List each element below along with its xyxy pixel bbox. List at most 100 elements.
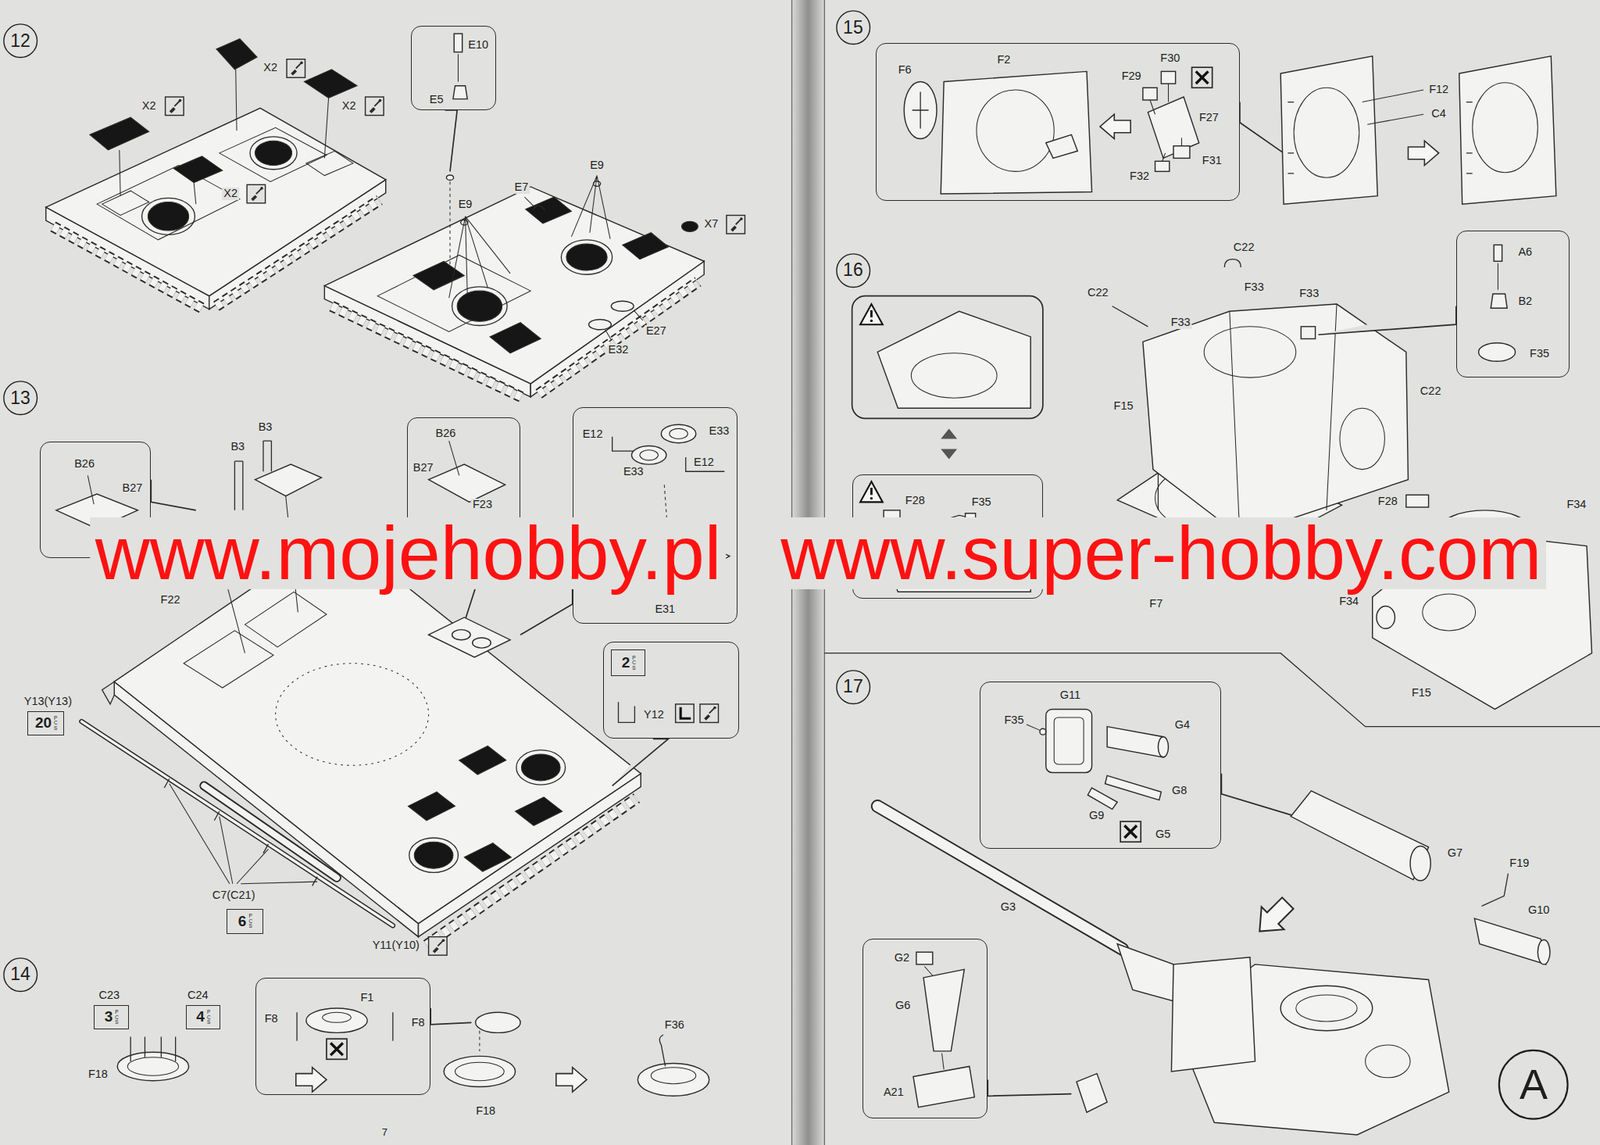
step13-hull <box>183 591 327 688</box>
quantity-number: 4 <box>196 1008 205 1025</box>
step16-turret <box>1497 263 1499 290</box>
pcs-mark: PCS <box>114 1009 118 1025</box>
part-number: E10 <box>466 39 490 52</box>
part-label: X2 <box>261 62 279 75</box>
step17-gun <box>924 966 944 1070</box>
step13-hull <box>87 475 94 504</box>
step13-hull <box>409 837 459 872</box>
circle-outline <box>3 957 38 992</box>
step12-hull-deck-parts <box>681 221 698 232</box>
step13-hull <box>700 703 719 723</box>
step15-turret-plates <box>912 92 929 129</box>
step14-cupola <box>478 1030 480 1051</box>
part-label: X2 <box>140 100 158 113</box>
step16-turret <box>824 653 1600 727</box>
step17-gun <box>913 1065 975 1107</box>
step13-hull <box>407 791 455 821</box>
step15-turret-plates <box>1147 96 1199 158</box>
part-number: G2 <box>892 951 911 965</box>
step13-hull <box>675 703 695 723</box>
assembly-mark: A <box>1519 1060 1548 1108</box>
quantity-box: 4PCS <box>185 1004 221 1029</box>
step17-gun <box>916 951 933 965</box>
step17-gun <box>1026 724 1041 731</box>
step12-hull-deck <box>250 136 297 170</box>
step16-turret <box>1422 593 1476 631</box>
step13-hull <box>428 617 511 658</box>
step13-hull <box>459 745 507 775</box>
step15-turret-plates <box>1472 82 1539 173</box>
step15-turret-plates <box>1142 87 1158 100</box>
step16-turret <box>1493 244 1502 261</box>
step12-hull-deck-parts <box>457 290 502 322</box>
step12-hull-deck-parts <box>605 329 612 340</box>
step13-hull <box>164 778 318 886</box>
step13-hull <box>414 841 454 868</box>
part-label: F12 <box>1427 83 1450 97</box>
part-number: Y12 <box>642 708 666 722</box>
part-label: B3 <box>257 421 275 434</box>
part-number: F35 <box>970 496 993 509</box>
quantity-box: 20PCS <box>27 710 65 736</box>
step12-hull-deck <box>119 150 121 197</box>
part-number: E33 <box>621 465 646 479</box>
step13-hull <box>618 701 636 722</box>
part-label: F7 <box>1147 597 1165 611</box>
part-number: G4 <box>1173 718 1192 732</box>
part-number: F6 <box>896 64 914 77</box>
part-label: E27 <box>644 325 668 338</box>
part-label: G7 <box>1446 846 1465 860</box>
part-number: F8 <box>410 1016 427 1029</box>
step16-turret <box>860 303 883 325</box>
step16-turret <box>1224 259 1241 268</box>
part-number: F1 <box>358 991 375 1004</box>
step12-hull-deck <box>324 97 329 158</box>
step12-hull-deck-parts <box>589 319 612 330</box>
step16-turret <box>1406 494 1429 508</box>
step17-gun <box>1046 708 1093 772</box>
step14-cupola <box>117 1051 189 1081</box>
part-number: B26 <box>72 457 97 471</box>
step14-cupola <box>296 1011 393 1041</box>
part-number: F30 <box>1158 52 1182 65</box>
part-number: F23 <box>471 498 494 511</box>
step12-hull-deck-parts <box>726 215 746 235</box>
watermark-text: www.mojehobby.pl <box>90 517 727 590</box>
step13-hull <box>464 842 511 872</box>
step13-hull <box>516 750 566 785</box>
part-number: E5 <box>428 93 446 107</box>
part-label: Y11(Y10) <box>371 939 422 952</box>
step13-hull <box>56 424 730 955</box>
step14-cupola <box>296 1067 327 1092</box>
step-number-circle: 13 <box>3 380 38 415</box>
step14-cupola <box>443 1055 515 1086</box>
step17-gun <box>1171 957 1255 1072</box>
step16-turret <box>1112 306 1149 327</box>
part-label: F34 <box>1564 498 1588 511</box>
part-label: C22 <box>1232 241 1257 254</box>
step12-hull-deck-parts <box>532 205 546 211</box>
step12-hull-deck <box>216 39 258 70</box>
step-number: 14 <box>10 964 31 984</box>
step17-gun <box>1481 873 1508 907</box>
part-number: E33 <box>707 425 732 438</box>
callout-inset: E12E33E33E12E31 <box>572 407 739 624</box>
step16-turret <box>1339 407 1385 469</box>
step14-cupola <box>637 1063 709 1097</box>
part-number: E12 <box>692 457 716 470</box>
pcs-mark: PCS <box>53 715 58 732</box>
step-number: 13 <box>10 388 31 408</box>
part-label: F28 <box>1376 495 1400 508</box>
quantity-box: 6PCS <box>226 908 264 933</box>
callout-inset: G11F35G4G8G9G5 <box>979 681 1222 849</box>
part-label: E9 <box>457 198 475 211</box>
step15-turret-plates <box>1293 87 1360 178</box>
step12-hull-deck <box>193 182 197 204</box>
step13-hull <box>263 440 272 472</box>
step14-cupola <box>326 1038 347 1059</box>
step12-hull-deck <box>303 69 358 99</box>
step13-hull <box>669 428 689 439</box>
step15-turret-plates <box>1466 102 1473 174</box>
step15-turret-plates <box>1150 83 1182 161</box>
callout-inset: E10E5 <box>410 25 496 111</box>
